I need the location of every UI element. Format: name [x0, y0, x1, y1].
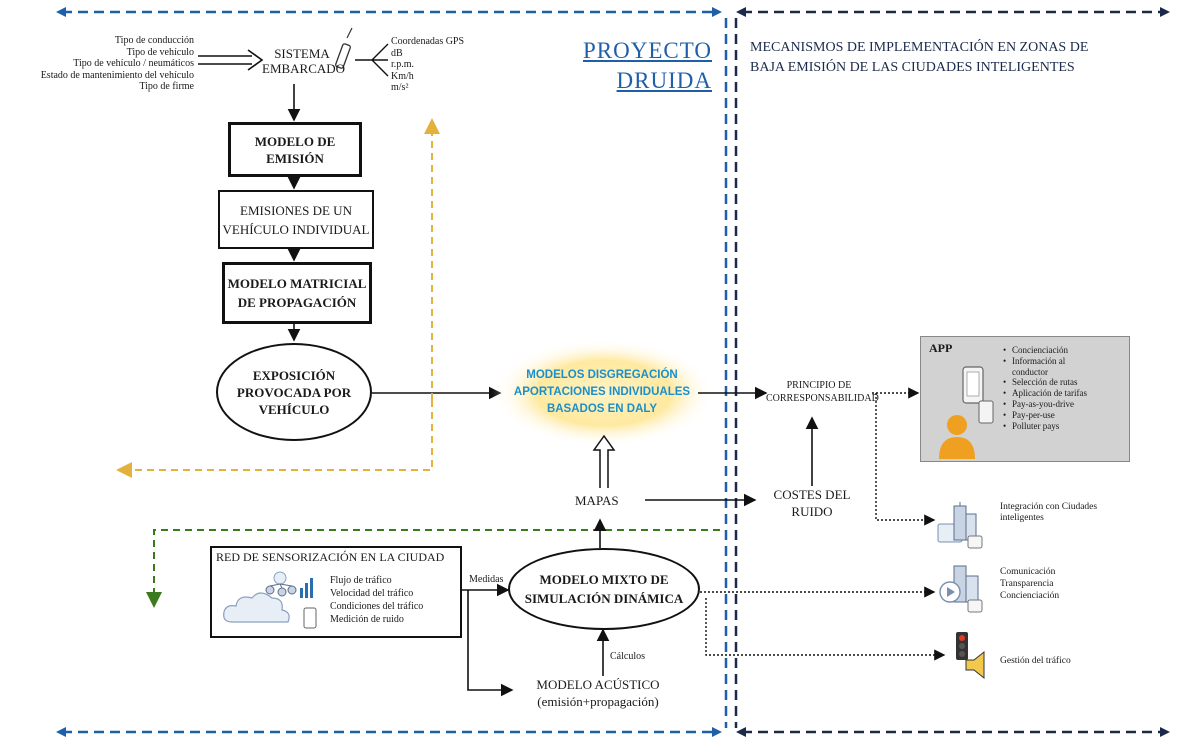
matricial-line1: MODELO MATRICIAL — [227, 276, 367, 291]
emisiones-line2: VEHÍCULO INDIVIDUAL — [222, 221, 370, 237]
disgregacion-line3: BASADOS EN DALY — [546, 403, 658, 415]
app-item: Concienciación — [1003, 345, 1087, 356]
acustico-line1: MODELO ACÚSTICO — [536, 677, 660, 692]
gps-item: m/s² — [391, 82, 409, 93]
gps-outputs: Coordenadas GPS dB r.p.m. Km/h m/s² — [391, 36, 464, 94]
comunicacion-list: Comunicación Transparencia Concienciació… — [1000, 566, 1059, 602]
app-title: APP — [929, 341, 953, 355]
disgregacion-label: MODELOS DISGREGACIÓN APORTACIONES INDIVI… — [502, 367, 702, 418]
red-items: Flujo de tráfico Velocidad del tráfico C… — [330, 574, 423, 626]
red-item: Condiciones del tráfico — [330, 601, 424, 612]
app-item: Pay-as-you-drive — [1003, 399, 1087, 410]
proyecto-line1: PROYECTO — [583, 38, 712, 63]
app-panel: APP Concienciación Información al conduc… — [920, 336, 1130, 462]
city-play-icon — [939, 565, 983, 613]
disgregacion-line1: MODELOS DISGREGACIÓN — [526, 369, 678, 381]
app-item: Información al — [1003, 356, 1087, 367]
principio-label: PRINCIPIO DE CORRESPONSABILIDAD — [766, 379, 879, 405]
app-item: Polluter pays — [1003, 421, 1087, 432]
exposicion-line1: EXPOSICIÓN — [252, 367, 336, 383]
antenna-icon — [335, 27, 353, 69]
emisiones-box: EMISIONES DE UN VEHÍCULO INDIVIDUAL — [218, 190, 374, 249]
phone-user-icon — [939, 366, 994, 459]
gestion-label: Gestión del tráfico — [1000, 656, 1071, 666]
gps-item: r.p.m. — [391, 59, 415, 70]
red-item: Velocidad del tráfico — [330, 588, 414, 599]
app-item: Pay-per-use — [1003, 410, 1087, 421]
disgregacion-line2: APORTACIONES INDIVIDUALES — [513, 386, 691, 398]
sistema-embarcado: SISTEMA EMBARCADO — [262, 46, 346, 76]
proyecto-line2: DRUIDA — [616, 68, 712, 93]
gps-item: Km/h — [391, 70, 414, 82]
acustico-line2: (emisión+propagación) — [537, 694, 659, 709]
hollow-up-arrow — [592, 434, 616, 488]
exposicion-ellipse: EXPOSICIÓN PROVOCADA POR VEHÍCULO — [216, 343, 372, 441]
exposicion-line2: PROVOCADA POR — [236, 384, 352, 400]
city-building-icon — [937, 502, 983, 549]
left-inputs: Tipo de conducción Tipo de vehículo Tipo… — [14, 35, 194, 93]
costes-line2: RUIDO — [791, 504, 833, 519]
principio-line2: CORRESPONSABILIDAD — [766, 393, 879, 404]
network-cloud-icon — [223, 571, 317, 629]
matricial-line2: DE PROPAGACIÓN — [237, 295, 357, 310]
proyecto-druida-title: PROYECTO DRUIDA — [560, 36, 712, 96]
input-item: Tipo de conducción — [114, 35, 194, 46]
red-item: Flujo de tráfico — [330, 575, 392, 586]
integracion-line1: Integración con Ciudades — [1000, 502, 1098, 512]
mecanismos-line1: MECANISMOS DE IMPLEMENTACIÓN EN ZONAS DE — [750, 40, 1089, 55]
comunicacion-item: Concienciación — [1000, 591, 1060, 601]
costes-line1: COSTES DEL — [773, 487, 851, 502]
modelo-emision-box: MODELO DE EMISIÓN — [228, 122, 362, 177]
integracion-label: Integración con Ciudades inteligentes — [1000, 502, 1097, 524]
input-item: Tipo de vehículo — [126, 46, 194, 58]
exposicion-line3: VEHÍCULO — [258, 401, 330, 417]
mixto-line1: MODELO MIXTO DE — [539, 572, 669, 587]
mixto-ellipse: MODELO MIXTO DE SIMULACIÓN DINÁMICA — [508, 548, 700, 630]
matricial-box: MODELO MATRICIAL DE PROPAGACIÓN — [222, 262, 372, 324]
red-item: Medición de ruido — [330, 614, 404, 625]
principio-line1: PRINCIPIO DE — [786, 380, 852, 391]
integracion-line2: inteligentes — [1000, 513, 1044, 523]
feedback-green-dashed — [146, 529, 720, 608]
red-sensorizacion-box: RED DE SENSORIZACIÓN EN LA CIUDAD Flujo … — [210, 546, 462, 638]
app-item: Selección de rutas — [1003, 377, 1087, 388]
medidas-label: Medidas — [469, 574, 504, 585]
app-item-continuation: conductor — [1012, 366, 1048, 377]
mapas-label: MAPAS — [575, 493, 619, 508]
acustico-label: MODELO ACÚSTICO (emisión+propagación) — [512, 676, 684, 710]
gps-item: dB — [391, 47, 403, 59]
comunicacion-item: Comunicación — [1000, 567, 1056, 577]
input-item: Tipo de firme — [139, 81, 194, 92]
input-item: Tipo de vehículo / neumáticos — [73, 58, 194, 69]
input-item: Estado de mantenimiento del vehículo — [40, 69, 194, 81]
sistema-line1: SISTEMA — [274, 46, 330, 61]
mecanismos-line2: BAJA EMISIÓN DE LAS CIUDADES INTELIGENTE… — [750, 60, 1075, 75]
app-item: Aplicación de tarifas — [1003, 388, 1087, 399]
costes-label: COSTES DEL RUIDO — [762, 486, 862, 520]
calculos-label: Cálculos — [610, 651, 645, 662]
modelo-emision-line1: MODELO DE — [254, 133, 336, 149]
red-title: RED DE SENSORIZACIÓN EN LA CIUDAD — [216, 550, 445, 564]
emisiones-line1: EMISIONES DE UN — [240, 202, 352, 218]
disgregacion-glow — [492, 339, 716, 447]
feedback-gold-dashed — [116, 400, 433, 478]
app-features: Concienciación Información al conductor … — [1003, 345, 1087, 431]
mixto-line2: SIMULACIÓN DINÁMICA — [524, 591, 684, 606]
sistema-line2: EMBARCADO — [262, 61, 346, 76]
gps-item: Coordenadas GPS — [391, 36, 465, 47]
traffic-light-speaker-icon — [956, 632, 985, 680]
mecanismos-title: MECANISMOS DE IMPLEMENTACIÓN EN ZONAS DE… — [750, 38, 1088, 78]
modelo-emision-line2: EMISIÓN — [266, 150, 324, 166]
comunicacion-item: Transparencia — [1000, 579, 1054, 589]
